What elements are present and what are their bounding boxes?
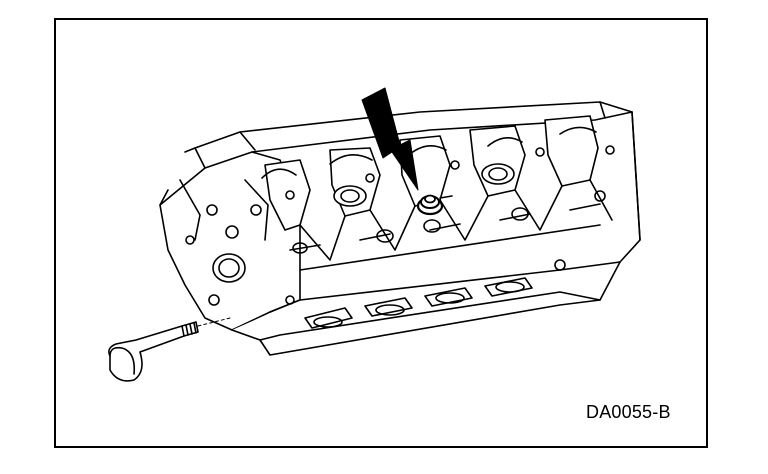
figure-code: DA0055-B bbox=[586, 402, 671, 422]
valve-seal bbox=[416, 194, 453, 216]
arrow-down-icon bbox=[361, 87, 419, 191]
cylinder-head bbox=[159, 101, 641, 356]
valve bbox=[108, 317, 231, 382]
